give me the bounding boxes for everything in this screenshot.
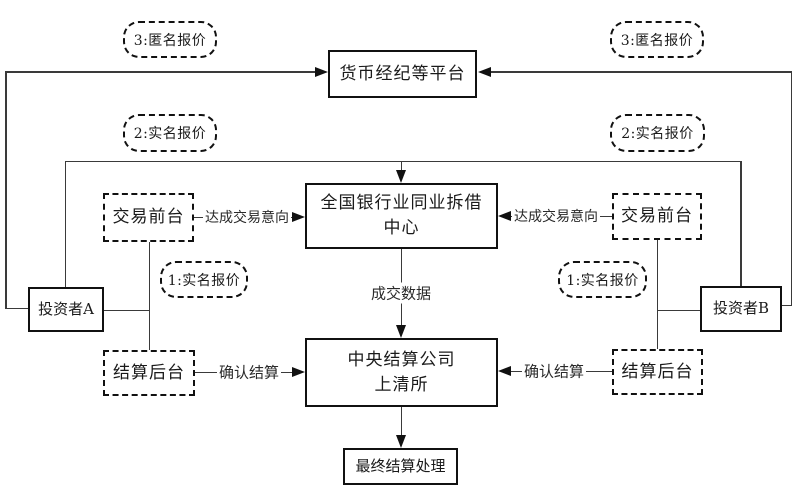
node-settle-back-right: 结算后台 [612,349,703,395]
arrowhead-final [396,435,406,448]
connector-top-right [489,71,792,73]
connector-into-interbank [400,160,403,173]
arrowhead-into-broker-right [478,67,491,77]
connector-left-edge [5,71,7,308]
connector-front-back-left [148,242,150,350]
bubble-realname1-quote-left: 1:实名报价 [160,261,248,298]
connector-final [400,407,403,436]
arrowhead-into-broker-left [315,67,328,77]
node-trade-front-left-label: 交易前台 [112,207,185,228]
node-clearing-house-line2: 上清所 [374,374,429,395]
connector-investor-a-branch [104,309,150,311]
connector-investor-a-left-stub [5,307,28,309]
node-investor-a: 投资者A [28,287,104,332]
arrowhead-into-interbank [396,170,406,183]
edge-label-deal-intent-left: 达成交易意向 [203,207,291,227]
node-final-settlement-label: 最终结算处理 [355,456,446,475]
node-trade-front-right: 交易前台 [612,193,702,240]
node-trade-front-left: 交易前台 [103,193,194,242]
node-settle-back-left: 结算后台 [103,350,195,396]
connector-top-left [5,71,317,73]
node-settle-back-left-label: 结算后台 [113,362,185,383]
bubble-realname2-quote-right: 2:实名报价 [610,114,705,152]
bubble-realname2-quote-right-label: 2:实名报价 [621,126,694,142]
connector-investor-b-up [740,160,742,287]
node-interbank-center: 全国银行业同业拆借 中心 [305,183,498,249]
node-broker-platform: 货币经纪等平台 [328,50,477,98]
edge-label-confirm-left: 确认结算 [216,361,282,383]
bubble-anonymous-quote-right-label: 3:匿名报价 [620,32,694,49]
arrowhead-trade-data [396,325,406,338]
node-broker-platform-label: 货币经纪等平台 [339,63,466,84]
node-clearing-house-line1: 中央结算公司 [347,349,456,370]
connector-right-edge [790,71,792,306]
bubble-realname2-quote-left: 2:实名报价 [123,114,217,152]
bubble-realname2-quote-left-label: 2:实名报价 [133,126,207,142]
connector-investor-b-branch [657,309,700,311]
arrowhead-intent-left [292,212,305,222]
arrowhead-confirm-left [292,367,305,377]
edge-label-trade-data: 成交数据 [368,282,434,304]
node-investor-b: 投资者B [700,286,782,332]
bubble-realname1-quote-right-label: 1:实名报价 [566,272,639,289]
node-investor-b-label: 投资者B [712,299,770,318]
node-interbank-center-line1: 全国银行业同业拆借 [320,193,483,214]
bubble-realname1-quote-left-label: 1:实名报价 [167,272,241,289]
bubble-anonymous-quote-left-label: 3:匿名报价 [133,32,207,49]
node-final-settlement: 最终结算处理 [343,448,458,485]
node-interbank-center-line2: 中心 [383,218,420,238]
bubble-realname1-quote-right: 1:实名报价 [558,261,647,298]
connector-investor-a-up [64,160,66,288]
connector-mid-horizontal [65,160,741,162]
arrowhead-confirm-right [498,366,511,376]
connector-front-back-right [656,240,658,349]
node-clearing-house: 中央结算公司 上清所 [305,338,498,407]
node-investor-a-label: 投资者A [38,299,94,318]
bubble-anonymous-quote-right: 3:匿名报价 [610,21,704,58]
node-trade-front-right-label: 交易前台 [621,206,693,227]
bubble-anonymous-quote-left: 3:匿名报价 [123,21,217,58]
node-settle-back-right-label: 结算后台 [621,361,694,382]
edge-label-confirm-right: 确认结算 [521,360,587,382]
connector-investor-b-right-stub [782,304,792,306]
edge-label-deal-intent-right: 达成交易意向 [512,206,600,226]
arrowhead-intent-right [498,211,511,221]
